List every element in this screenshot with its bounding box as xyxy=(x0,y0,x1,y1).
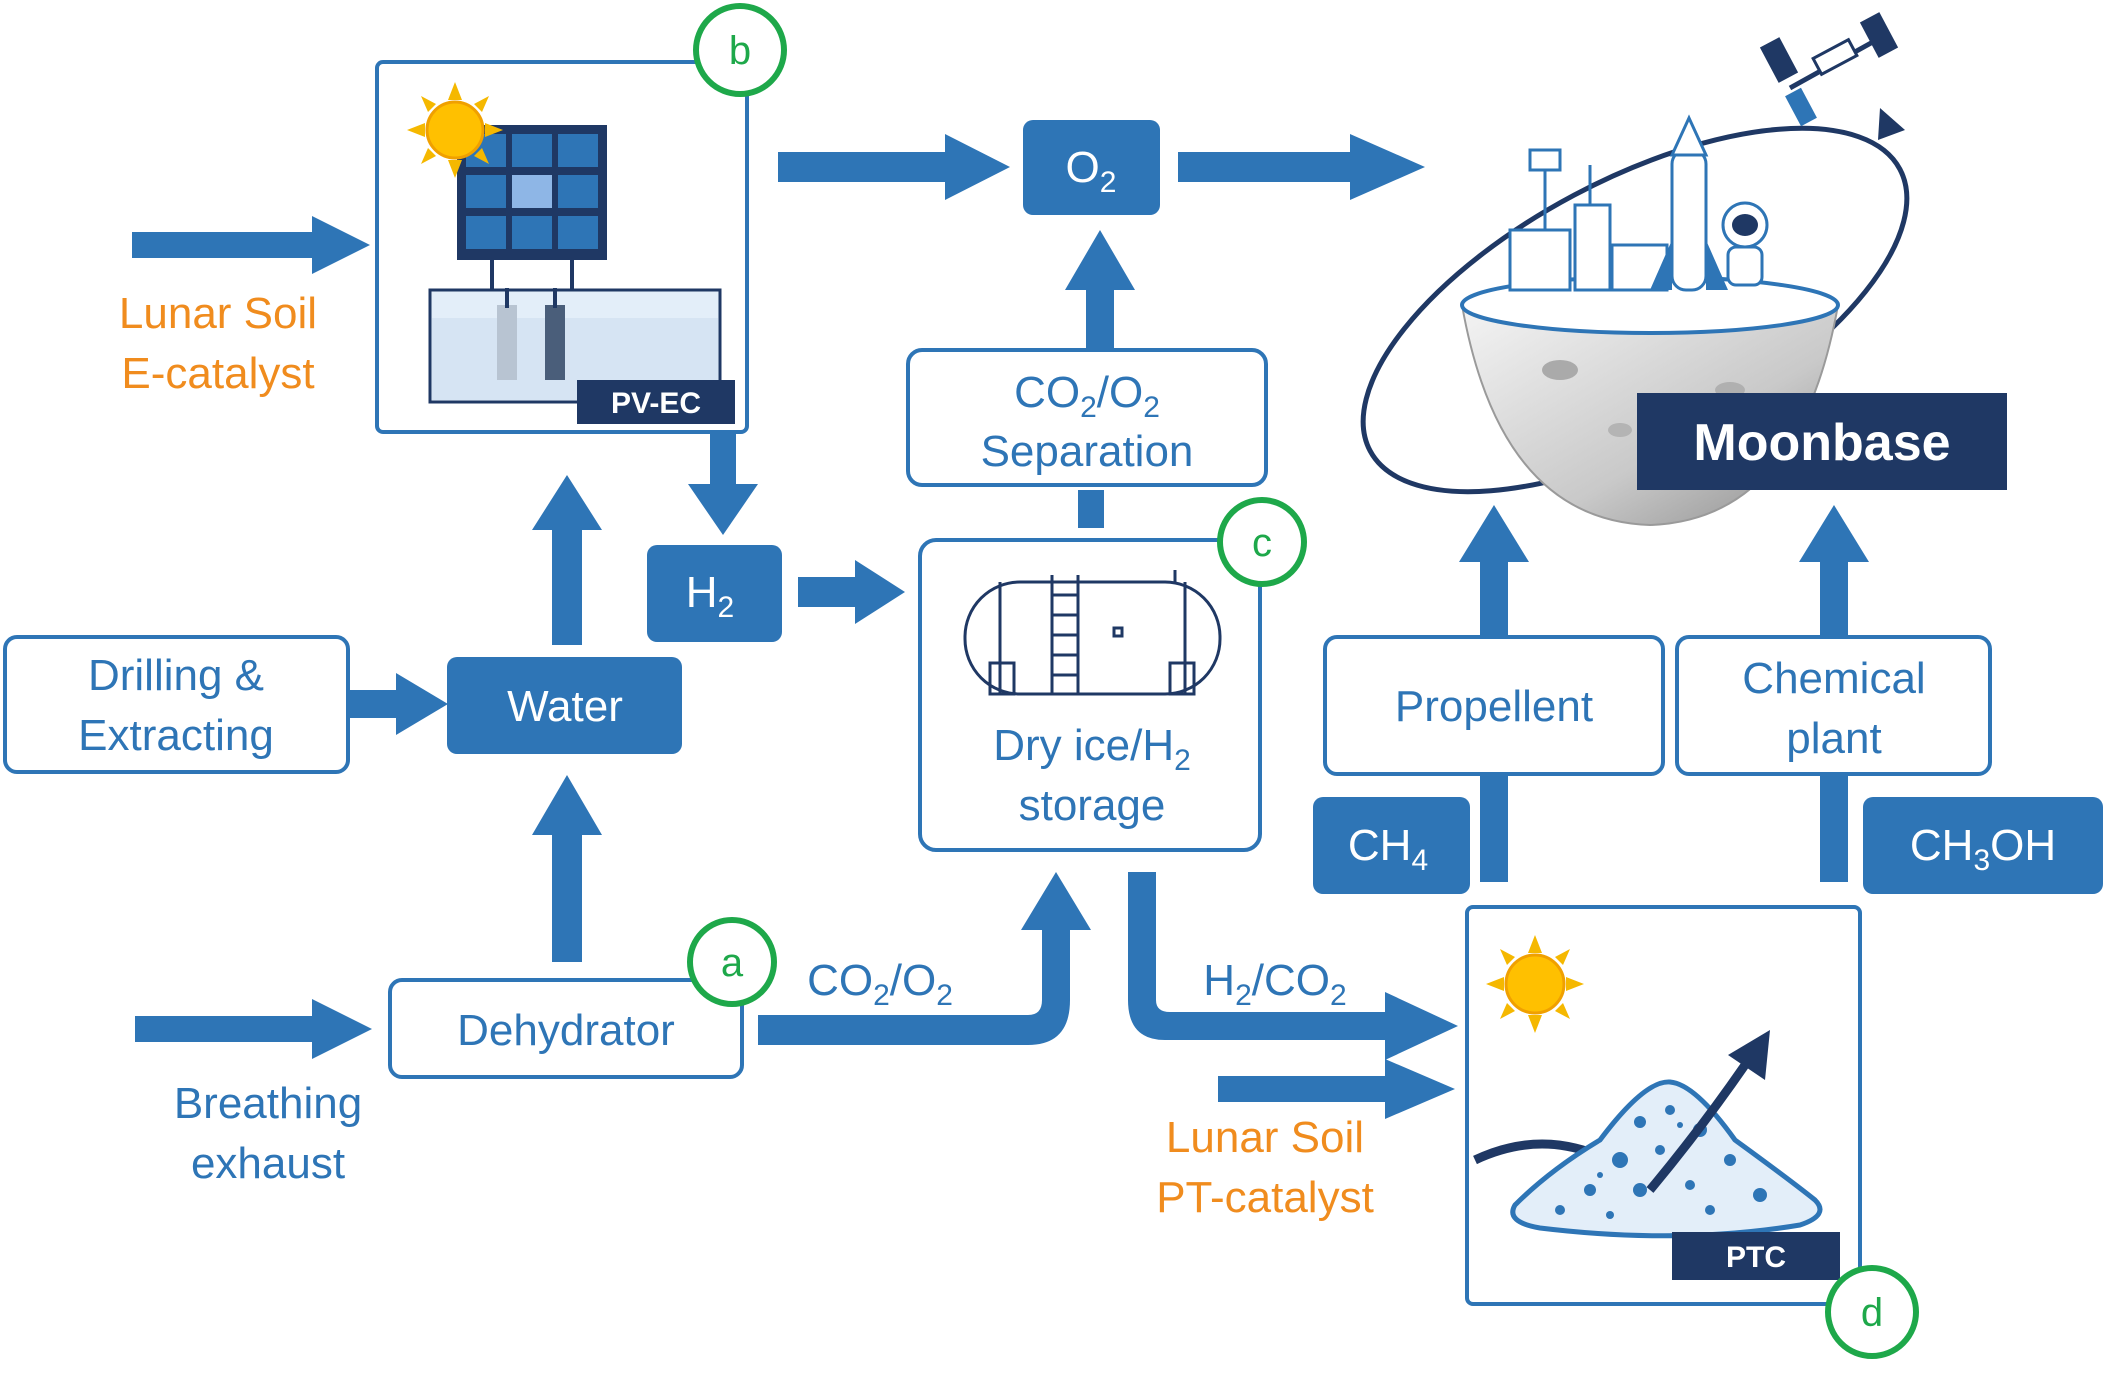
dehydrator-input-line2: exhaust xyxy=(191,1139,345,1188)
marker-b-label: b xyxy=(729,29,751,73)
marker-d-label: d xyxy=(1861,1291,1883,1335)
space-station-icon xyxy=(1759,12,1899,127)
o2-label: O xyxy=(1066,143,1100,192)
shuttle-icon xyxy=(1650,114,1728,292)
chemical-line2: plant xyxy=(1786,714,1881,763)
propellent-node: Propellent xyxy=(1323,635,1665,776)
arrow-separation-to-o2 xyxy=(1065,230,1135,350)
pvec-unit: PV-EC b xyxy=(375,3,787,434)
arrow-water-to-pvec xyxy=(532,475,602,645)
arrow-drilling-to-water xyxy=(348,673,448,735)
flow-co2-o2-label: CO2/O2 xyxy=(807,956,953,1012)
dehydrator-input-line1: Breathing xyxy=(174,1079,362,1128)
arrow-storage-to-separation xyxy=(1078,490,1104,528)
ptc-input-line2: PT-catalyst xyxy=(1156,1173,1374,1222)
o2-node: O2 xyxy=(1023,120,1160,215)
arrow-ptc-to-propellent xyxy=(1480,772,1508,882)
svg-text:H2: H2 xyxy=(686,568,734,624)
ch4-node: CH4 xyxy=(1313,797,1470,894)
propellent-label: Propellent xyxy=(1395,682,1593,731)
separation-line2: Separation xyxy=(981,427,1194,476)
arrow-dehydrator-to-storage xyxy=(758,872,1091,1045)
arrow-chemical-to-moonbase xyxy=(1799,505,1869,635)
arrow-h2-to-storage xyxy=(798,560,905,624)
base-buildings-icon xyxy=(1508,148,1669,292)
svg-text:CH4: CH4 xyxy=(1348,821,1428,877)
arrow-dehydrator-to-water xyxy=(532,775,602,962)
storage-line1: Dry ice/H2 xyxy=(993,721,1191,777)
sun-icon xyxy=(407,82,503,178)
drilling-line1: Drilling & xyxy=(88,651,264,700)
marker-a-label: a xyxy=(721,941,744,985)
arrow-lunar-soil-to-pvec xyxy=(132,216,370,274)
storage-node: Dry ice/H2 storage c xyxy=(918,497,1307,852)
storage-line2: storage xyxy=(1019,781,1166,830)
separation-node: CO2/O2 Separation xyxy=(906,348,1268,487)
ptc-input-line1: Lunar Soil xyxy=(1166,1113,1364,1162)
marker-b-circle xyxy=(693,3,787,97)
svg-text:CH3OH: CH3OH xyxy=(1910,821,2056,877)
marker-a-circle xyxy=(687,917,777,1007)
moonbase-label: Moonbase xyxy=(1693,414,1950,472)
moonbase-label-bg xyxy=(1637,393,2007,490)
h2-label: H xyxy=(686,568,718,617)
ch4-subscript: 4 xyxy=(1411,844,1428,877)
electrolysis-cell-icon xyxy=(428,288,722,404)
sun-icon xyxy=(1486,935,1584,1033)
ptc-tag: PTC xyxy=(1726,1241,1786,1274)
storage-tank-icon xyxy=(963,570,1222,696)
ptc-tag-bg xyxy=(1672,1232,1840,1280)
drilling-node: Drilling & Extracting xyxy=(3,635,350,774)
marker-c-circle xyxy=(1217,497,1307,587)
drilling-line2: Extracting xyxy=(78,711,274,760)
pvec-tag: PV-EC xyxy=(611,387,701,420)
h2-node: H2 xyxy=(647,545,782,642)
arrow-storage-to-ptc xyxy=(1128,872,1458,1060)
ptc-unit: PTC d xyxy=(1465,905,1919,1359)
catalyst-pile-icon xyxy=(1473,1030,1823,1239)
chemical-plant-node: Chemical plant xyxy=(1675,635,1992,776)
h2-subscript: 2 xyxy=(718,591,735,624)
water-node: Water xyxy=(447,657,682,754)
dehydrator-node: Dehydrator a xyxy=(388,917,777,1079)
flow-h2-co2-label: H2/CO2 xyxy=(1203,956,1346,1012)
o2-subscript: 2 xyxy=(1100,166,1117,199)
arrow-exhaust-to-dehydrator xyxy=(135,999,372,1059)
svg-text:O2: O2 xyxy=(1066,143,1117,199)
arrow-ptc-to-chemical xyxy=(1820,772,1848,882)
ch4-label: CH xyxy=(1348,821,1412,870)
pvec-input-line1: Lunar Soil xyxy=(119,289,317,338)
arrow-pvec-to-o2 xyxy=(778,134,1010,200)
pvec-input-line2: E-catalyst xyxy=(121,349,314,398)
marker-d-circle xyxy=(1825,1265,1919,1359)
arrow-pvec-to-h2 xyxy=(688,433,758,535)
marker-c-label: c xyxy=(1252,521,1272,565)
arrow-o2-to-moonbase xyxy=(1178,134,1425,200)
ch3oh-node: CH3OH xyxy=(1863,797,2103,894)
astronaut-icon xyxy=(1721,201,1769,287)
dehydrator-label: Dehydrator xyxy=(457,1006,675,1055)
solar-panel-icon xyxy=(457,125,607,290)
separation-line1: CO2/O2 xyxy=(1014,368,1160,424)
water-label: Water xyxy=(507,682,623,731)
chemical-line1: Chemical xyxy=(1742,654,1925,703)
arrow-propellent-to-moonbase xyxy=(1459,505,1529,635)
arrow-lunar-soil-to-ptc xyxy=(1218,1059,1455,1119)
pvec-tag-bg xyxy=(577,380,735,424)
